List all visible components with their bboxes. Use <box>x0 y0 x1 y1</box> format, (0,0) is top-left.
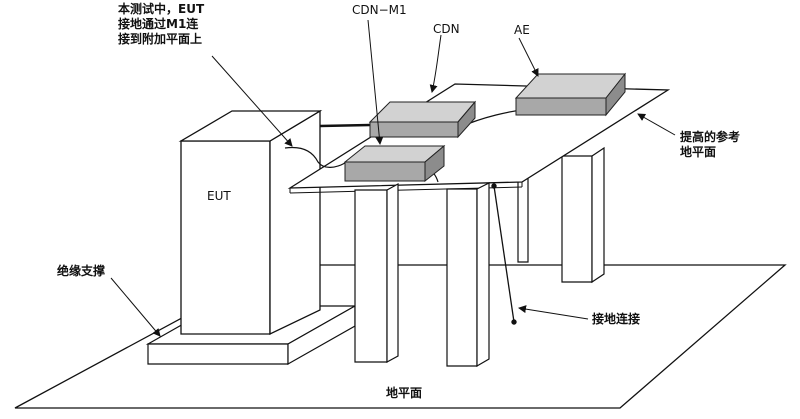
ae-box <box>514 72 627 117</box>
insulating-support-label: 绝缘支撑 <box>57 264 106 278</box>
eut-cabinet <box>178 109 323 336</box>
cdn-label: CDN <box>433 22 460 36</box>
back-pillars <box>517 146 605 284</box>
cdn-box <box>368 100 477 139</box>
leader-lines <box>110 19 676 337</box>
eut-label: EUT <box>207 189 231 203</box>
ae-label: AE <box>514 23 530 37</box>
front-pillars <box>354 182 490 368</box>
ground-connection-strap <box>491 183 517 325</box>
ground-plane-label: 地平面 <box>386 386 423 400</box>
ground-connection-label: 接地连接 <box>592 312 641 326</box>
cdn-m1-label: CDN−M1 <box>352 3 407 17</box>
cdn-m1-box <box>343 144 446 183</box>
raised-plane-label: 提高的参考 地平面 <box>680 130 741 159</box>
eut-grounding-note: 本测试中，EUT 接地通过M1连 接到附加平面上 <box>118 2 205 46</box>
